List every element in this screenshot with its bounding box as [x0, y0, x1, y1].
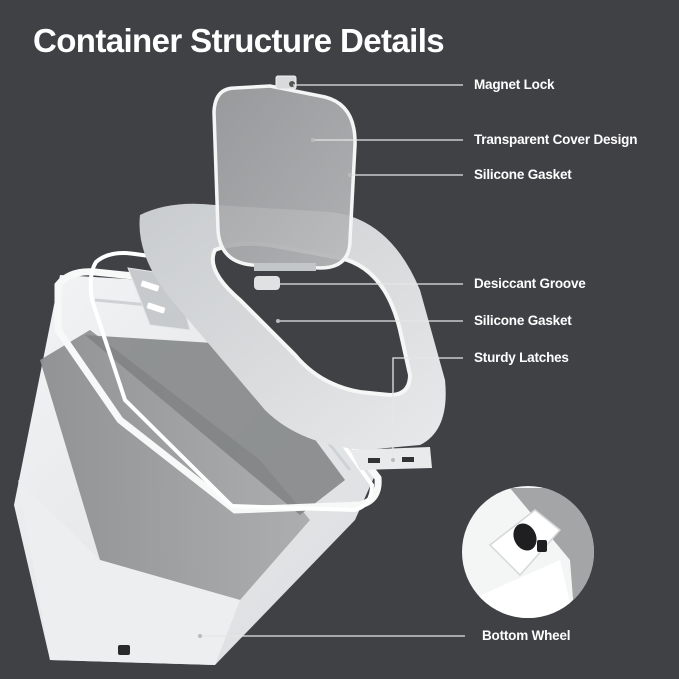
bottom-wheel-inset — [462, 486, 594, 618]
callout-magnet-lock: Magnet Lock — [474, 77, 555, 92]
lid-frame — [139, 203, 446, 470]
bottom-wheel-part — [118, 645, 130, 655]
sturdy-latch-part — [350, 447, 432, 470]
callout-silicone-gasket-ring: Silicone Gasket — [474, 313, 572, 328]
callout-transparent-cover: Transparent Cover Design — [474, 132, 638, 147]
callout-sturdy-latches: Sturdy Latches — [474, 350, 569, 365]
leader-lines — [200, 84, 465, 637]
wheel-icon — [513, 523, 537, 551]
page-title: Container Structure Details — [33, 22, 445, 59]
callout-bottom-wheel: Bottom Wheel — [482, 628, 571, 643]
leader-line-sturdy-latches — [392, 357, 463, 460]
callout-silicone-gasket-lid: Silicone Gasket — [474, 167, 572, 182]
callout-desiccant-groove: Desiccant Groove — [474, 276, 586, 291]
transparent-cover-part — [212, 75, 357, 271]
desiccant-groove-part — [254, 276, 280, 290]
